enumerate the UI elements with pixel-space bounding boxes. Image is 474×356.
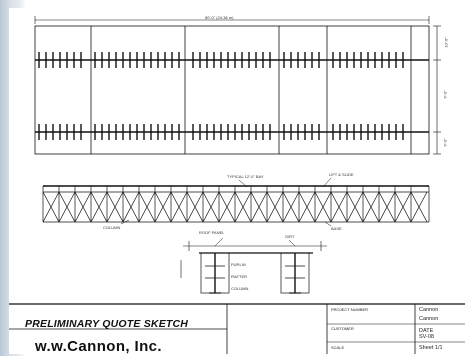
field-value-customer: Cannon: [419, 316, 439, 322]
field-value-date: SV-08: [419, 334, 434, 340]
section-label-purlin: PURLIN: [231, 262, 246, 267]
truss-brace: [378, 191, 396, 223]
technical-drawing: [9, 16, 465, 354]
top-rail-ties: [38, 52, 404, 68]
truss-brace: [266, 191, 284, 223]
plan-side-dimension-1: 10'-0": [443, 37, 449, 48]
truss-brace: [58, 191, 76, 223]
truss-brace: [106, 191, 124, 223]
title-block: [9, 303, 465, 354]
truss-brace: [202, 191, 220, 223]
elevation-note-base: BASE: [331, 226, 342, 231]
truss-brace: [122, 191, 140, 223]
elevation-view: [42, 177, 430, 227]
plan-side-dimension-3: 6'-0": [442, 138, 448, 147]
bottom-rail-ties: [38, 124, 404, 140]
truss-brace: [186, 191, 204, 223]
plan-overall-dimension: 80'-0" (24.38 m): [205, 15, 234, 20]
drawing-title: PRELIMINARY QUOTE SKETCH: [25, 318, 189, 330]
truss-brace: [138, 191, 156, 223]
truss-brace: [90, 191, 108, 223]
section-label-column: COLUMN: [231, 286, 249, 291]
truss-brace: [282, 191, 300, 223]
truss-brace: [170, 191, 188, 223]
truss-brace: [314, 191, 332, 223]
truss-brace: [42, 191, 60, 223]
plan-view: [34, 16, 441, 155]
field-label-scale: SCALE: [331, 345, 345, 350]
truss-brace: [330, 191, 348, 223]
truss-brace: [74, 191, 92, 223]
field-label-customer: CUSTOMER: [331, 326, 354, 331]
field-value-scale: Sheet 1/1: [419, 345, 443, 351]
truss-brace: [346, 191, 364, 223]
field-label-date: DATE: [419, 328, 434, 334]
truss-brace: [410, 191, 428, 223]
company-name: w.w.Cannon, Inc.: [35, 338, 162, 355]
truss-brace: [154, 191, 172, 223]
field-label-project: PROJECT NUMBER: [331, 307, 369, 312]
drawing-sheet: 80'-0" (24.38 m) 10'-0" 6'-0" 6'-0" TYPI…: [9, 8, 465, 355]
plan-side-dimension-2: 6'-0": [442, 90, 448, 99]
truss-brace: [394, 191, 412, 223]
section-label-rafter: RAFTER: [231, 274, 247, 279]
section-view: [180, 237, 327, 294]
section-label-roof-panel: ROOF PANEL: [199, 230, 225, 235]
truss-brace: [234, 191, 252, 223]
field-value-project: Cannon: [419, 307, 439, 313]
truss-brace: [362, 191, 380, 223]
elevation-note-left: COLUMN: [103, 225, 121, 230]
elevation-note-right: LIFT & SLIDE: [329, 172, 354, 177]
truss-brace: [250, 191, 268, 223]
truss-brace: [218, 191, 236, 223]
section-label-girt: GIRT: [285, 234, 295, 239]
truss-brace: [298, 191, 316, 223]
elevation-note-center: TYPICAL 12'-0" BAY: [227, 174, 264, 179]
